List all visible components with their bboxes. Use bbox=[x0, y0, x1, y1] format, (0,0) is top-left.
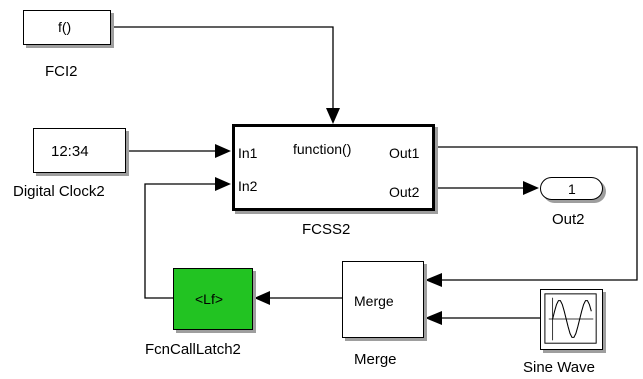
fcss2-content: function() bbox=[293, 141, 352, 157]
fcss2-block[interactable]: function() In1 In2 Out1 Out2 bbox=[232, 124, 435, 211]
fcn-call-latch2-block[interactable]: <Lf> bbox=[173, 268, 253, 330]
fci2-content: f() bbox=[58, 19, 72, 35]
fcss2-port-out2: Out2 bbox=[389, 184, 420, 200]
fcss2-port-out1: Out1 bbox=[389, 145, 420, 161]
digital-clock2-block[interactable]: 12:34 bbox=[33, 128, 126, 173]
sine-wave-icon bbox=[544, 293, 597, 344]
out2-label: Out2 bbox=[552, 211, 585, 228]
merge-label: Merge bbox=[354, 351, 397, 368]
fcss2-port-in2: In2 bbox=[238, 178, 258, 194]
fci2-label: FCI2 bbox=[45, 63, 78, 80]
fcn-call-latch2-content: <Lf> bbox=[195, 291, 224, 307]
arrowhead-merge-in1 bbox=[425, 273, 442, 287]
line-fci2-to-fcss2[interactable] bbox=[111, 26, 334, 112]
line-out1-to-merge[interactable] bbox=[437, 146, 638, 281]
arrowhead-merge-in2 bbox=[425, 311, 442, 325]
digital-clock2-label: Digital Clock2 bbox=[13, 183, 105, 200]
fcss2-port-in1: In1 bbox=[238, 145, 258, 161]
sine-wave-label: Sine Wave bbox=[523, 359, 595, 376]
fci2-block[interactable]: f() bbox=[23, 10, 111, 45]
line-latch-to-in2[interactable] bbox=[144, 183, 220, 299]
arrowhead-in1 bbox=[215, 144, 231, 158]
out2-outport[interactable]: 1 bbox=[540, 177, 603, 200]
fcn-call-latch2-label: FcnCallLatch2 bbox=[145, 341, 241, 358]
merge-block[interactable]: Merge bbox=[342, 261, 424, 338]
sine-wave-block[interactable] bbox=[540, 289, 603, 350]
arrowhead-outport bbox=[523, 181, 539, 195]
arrowhead-latch bbox=[254, 291, 270, 305]
out2-content: 1 bbox=[568, 181, 576, 197]
arrowhead-fcss2-trigger bbox=[326, 108, 340, 124]
merge-content: Merge bbox=[354, 293, 394, 309]
fcss2-label: FCSS2 bbox=[302, 221, 351, 238]
arrowhead-in2 bbox=[215, 177, 231, 191]
digital-clock2-content: 12:34 bbox=[51, 143, 89, 160]
